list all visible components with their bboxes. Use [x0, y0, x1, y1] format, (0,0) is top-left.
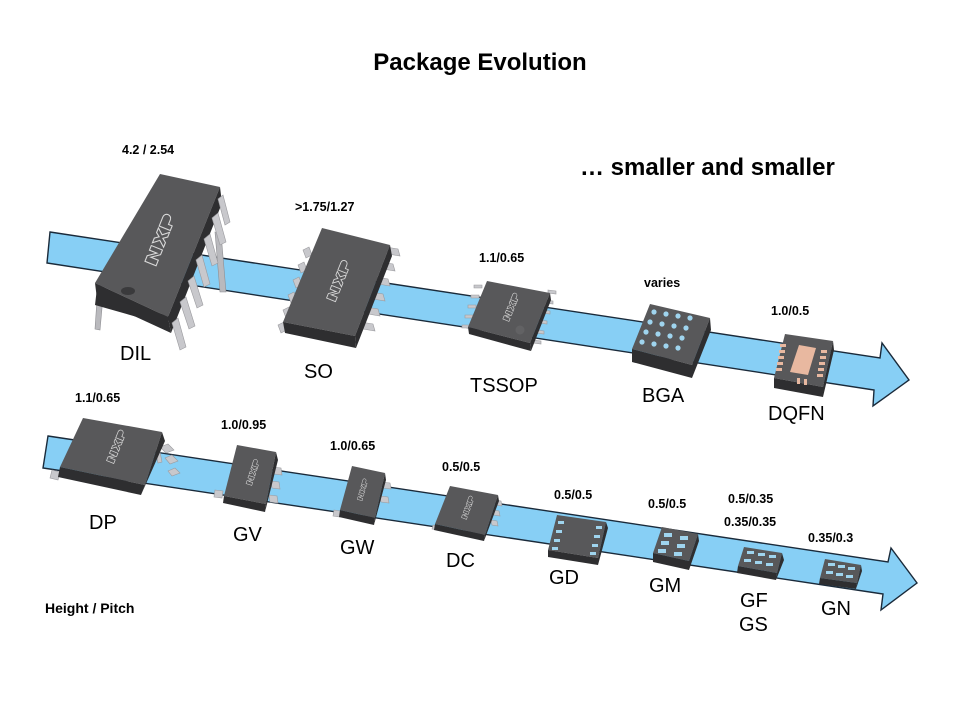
- gf-gs-chip-icon: [737, 547, 784, 580]
- package-label: GF: [740, 590, 768, 612]
- package-label: GM: [649, 575, 682, 597]
- dimension-label: >1.75/1.27: [295, 200, 355, 214]
- gd-chip-icon: [548, 515, 608, 565]
- dimension-label: 1.1/0.65: [75, 391, 121, 405]
- dp-chip-icon: [49, 418, 181, 495]
- dimension-label: varies: [644, 276, 681, 290]
- package-label: GW: [340, 537, 375, 559]
- package-label: DP: [89, 512, 117, 534]
- page-title: Package Evolution: [373, 49, 587, 76]
- dimension-label-secondary: 0.35/0.35: [724, 515, 777, 529]
- bga-chip-icon: [632, 304, 711, 378]
- tssop-chip-icon: [461, 281, 557, 351]
- package-label: GV: [233, 524, 262, 546]
- dimension-label: 0.5/0.35: [728, 492, 774, 506]
- package-label: DC: [446, 550, 475, 572]
- package-label: GN: [821, 598, 851, 620]
- package-label-secondary: GS: [739, 614, 768, 636]
- dimension-label: 1.1/0.65: [479, 251, 525, 265]
- subtitle: … smaller and smaller: [580, 154, 835, 181]
- dimension-label: 0.5/0.5: [648, 497, 687, 511]
- gw-chip-icon: [332, 466, 392, 525]
- package-label: TSSOP: [470, 375, 538, 397]
- package-label: GD: [549, 567, 579, 589]
- gm-chip-icon: [653, 527, 699, 570]
- package-label: BGA: [642, 385, 685, 407]
- dimension-label: 1.0/0.5: [771, 304, 810, 318]
- dimension-label: 1.0/0.95: [221, 418, 267, 432]
- gv-chip-icon: [213, 445, 283, 512]
- dil-chip-icon: [94, 174, 231, 351]
- dimension-label: 1.0/0.65: [330, 439, 376, 453]
- package-label: SO: [304, 361, 333, 383]
- dimension-label: 0.35/0.3: [808, 531, 854, 545]
- dqfn-chip-icon: [774, 334, 834, 397]
- gn-chip-icon: [819, 559, 862, 589]
- dimension-label: 0.5/0.5: [554, 488, 593, 502]
- dimension-label: 4.2 / 2.54: [122, 143, 175, 157]
- package-label: DIL: [120, 343, 152, 365]
- height-pitch-legend: Height / Pitch: [45, 600, 135, 616]
- package-label: DQFN: [768, 403, 825, 425]
- dc-chip-icon: [431, 486, 503, 541]
- so-chip-icon: [277, 228, 401, 348]
- dimension-label: 0.5/0.5: [442, 460, 481, 474]
